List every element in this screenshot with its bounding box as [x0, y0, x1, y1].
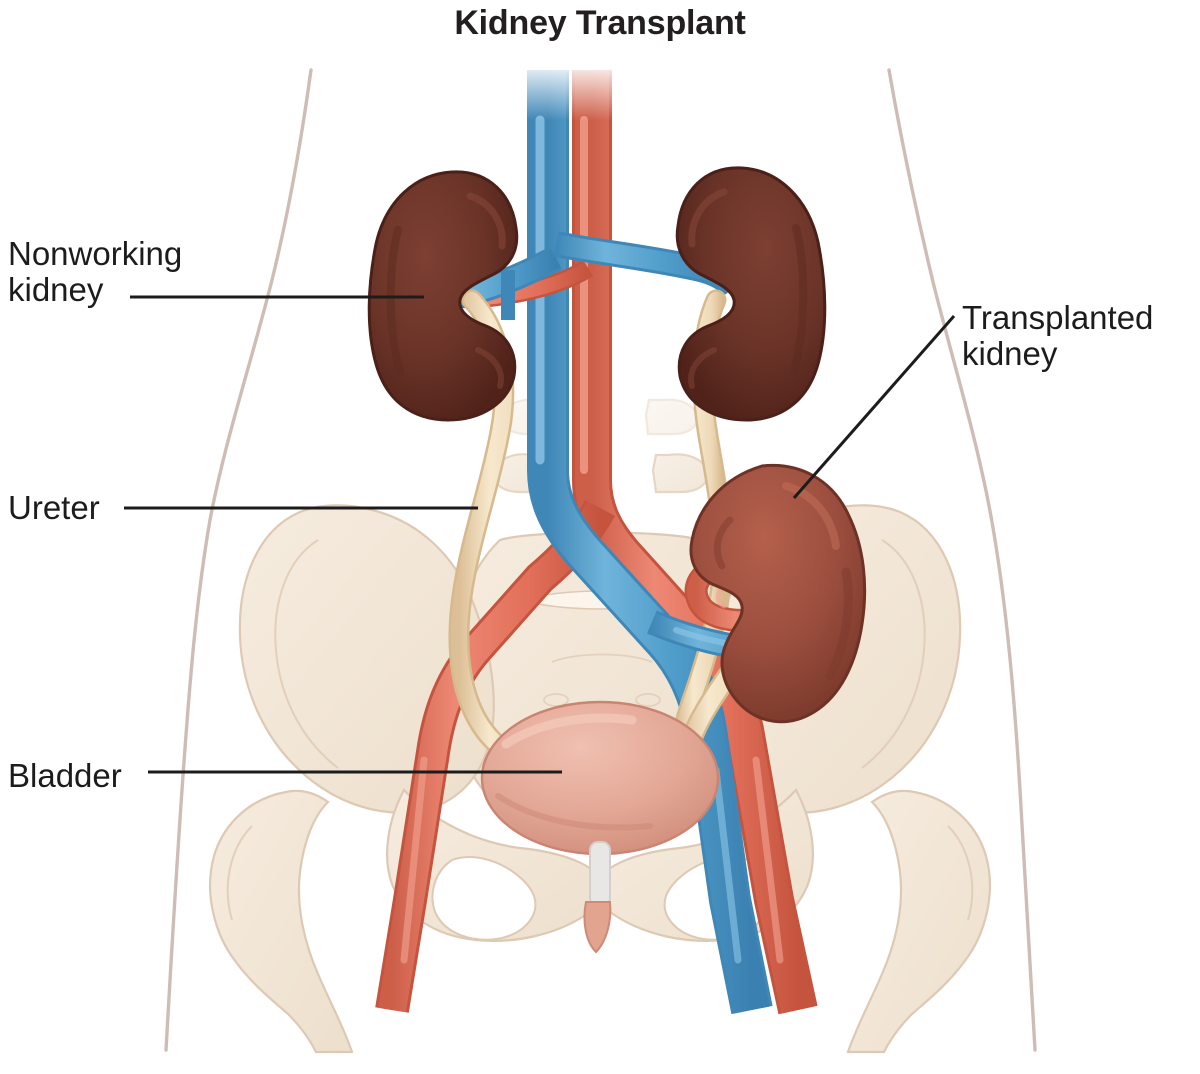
leader-lines — [124, 295, 956, 774]
body-outline — [164, 68, 1037, 1052]
label-nonworking-kidney: Nonworking kidney — [8, 235, 183, 308]
left-femur — [209, 789, 354, 1054]
bladder — [480, 700, 720, 856]
label-ureter: Ureter — [8, 489, 100, 526]
label-transplanted-kidney: Transplanted kidney — [962, 299, 1154, 372]
right-femur — [846, 789, 991, 1054]
leader-transplanted-kidney — [792, 315, 956, 499]
top-fade — [520, 60, 630, 170]
label-bladder: Bladder — [8, 757, 122, 794]
urethra — [583, 841, 612, 954]
nonworking-kidney-left — [367, 170, 519, 422]
transplanted-kidney — [689, 463, 867, 724]
nonworking-kidney-right — [675, 166, 827, 422]
page-title: Kidney Transplant — [454, 4, 746, 42]
